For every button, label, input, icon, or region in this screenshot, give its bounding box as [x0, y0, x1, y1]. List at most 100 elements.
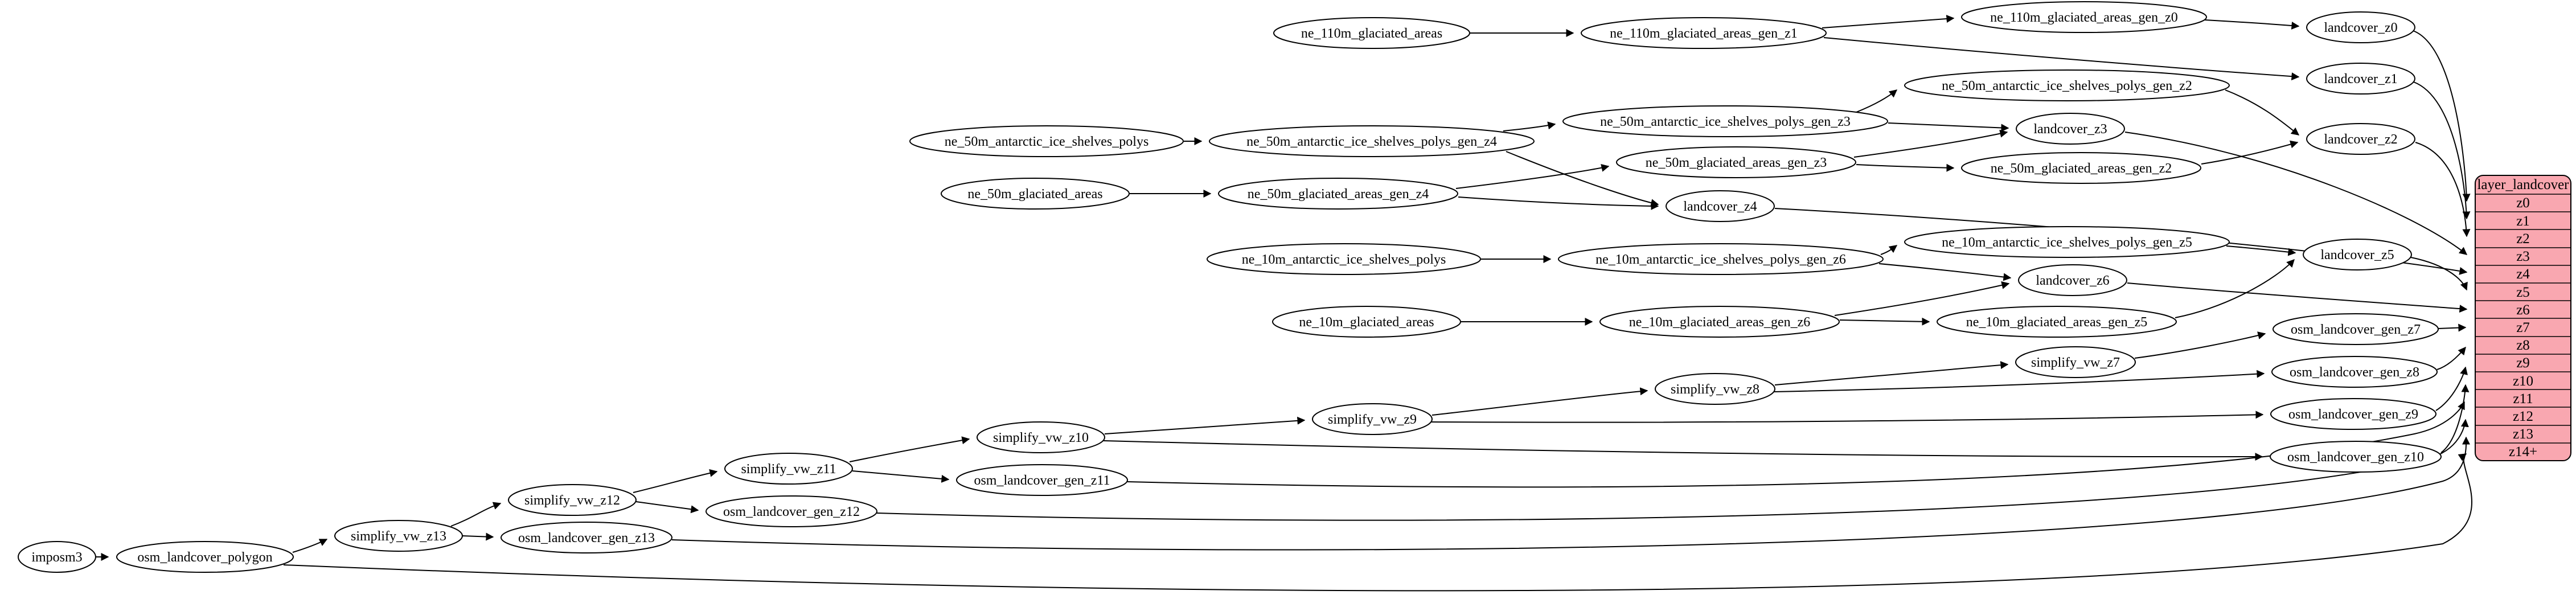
edge — [671, 436, 2471, 551]
node-label: landcover_z6 — [2036, 273, 2109, 288]
node-label: ne_10m_antarctic_ice_shelves_polys_gen_z… — [1595, 252, 1846, 267]
node-shape — [1312, 403, 1433, 435]
node-shape — [977, 421, 1105, 453]
table-header: layer_landcover — [2477, 177, 2569, 192]
node-shape — [1904, 69, 2230, 101]
node-label: ne_50m_glaciated_areas_gen_z4 — [1248, 187, 1429, 202]
node-shape — [1937, 306, 2177, 338]
edge — [2124, 132, 2468, 255]
node-shape — [1961, 1, 2207, 33]
node-shape — [1272, 306, 1461, 338]
node-label: simplify_vw_z10 — [993, 430, 1089, 445]
edge — [1856, 89, 1898, 113]
node-ne_10m_glaciated_areas_gen_z6: ne_10m_glaciated_areas_gen_z6 — [1599, 306, 1840, 338]
node-ne_50m_antarctic_ice_shelves_polys_gen_z3: ne_50m_antarctic_ice_shelves_polys_gen_z… — [1562, 105, 1888, 137]
edge — [2134, 331, 2266, 359]
node-ne_50m_glaciated_areas: ne_50m_glaciated_areas — [941, 178, 1130, 210]
node-label: simplify_vw_z8 — [1671, 382, 1759, 397]
edge — [1127, 401, 2465, 488]
node-ne_110m_glaciated_areas: ne_110m_glaciated_areas — [1273, 17, 1470, 49]
edge — [635, 501, 699, 514]
edge — [292, 539, 328, 553]
edge — [1856, 163, 1955, 172]
node-shape — [1273, 17, 1470, 49]
table-row-z0: z0 — [2516, 195, 2530, 211]
edge — [462, 532, 494, 541]
node-ne_10m_antarctic_ice_shelves_polys_gen_z5: ne_10m_antarctic_ice_shelves_polys_gen_z… — [1904, 226, 2230, 258]
node-landcover_z4: landcover_z4 — [1666, 190, 1775, 222]
node-shape — [2015, 346, 2136, 378]
edge — [1880, 245, 1898, 255]
layer-landcover-table: layer_landcover z0 z1 z2 z3 z4 z5 z6 z7 … — [2475, 175, 2571, 461]
node-osm_landcover_gen_z9: osm_landcover_gen_z9 — [2270, 398, 2436, 430]
node-label: ne_50m_glaciated_areas — [967, 187, 1102, 202]
edge — [2438, 323, 2467, 332]
edge — [2413, 81, 2471, 220]
table-row-z1: z1 — [2516, 214, 2530, 229]
table-row-z11: z11 — [2513, 391, 2533, 407]
node-ne_50m_glaciated_areas_gen_z3: ne_50m_glaciated_areas_gen_z3 — [1616, 146, 1856, 178]
edge — [2413, 30, 2471, 202]
table-row-z8: z8 — [2516, 338, 2530, 353]
edge — [1839, 317, 1930, 326]
edge-group — [96, 15, 2472, 592]
edge — [2410, 257, 2468, 291]
node-osm_landcover_gen_z10: osm_landcover_gen_z10 — [2270, 441, 2442, 473]
edge — [2204, 19, 2300, 30]
table-row-z7: z7 — [2516, 320, 2530, 335]
edge — [2435, 366, 2468, 411]
node-label: simplify_vw_z12 — [524, 493, 620, 508]
node-label: osm_landcover_gen_z8 — [2290, 365, 2419, 380]
edge — [1104, 416, 1306, 434]
node-shape — [1904, 226, 2230, 258]
node-shape — [2306, 63, 2415, 95]
node-shape — [2270, 441, 2442, 473]
node-simplify_vw_z12: simplify_vw_z12 — [508, 484, 637, 516]
node-label: ne_50m_glaciated_areas_gen_z2 — [1991, 161, 2172, 176]
table-row-z12: z12 — [2513, 409, 2533, 424]
node-shape — [724, 453, 853, 485]
node-simplify_vw_z9: simplify_vw_z9 — [1312, 403, 1433, 435]
node-osm_landcover_gen_z7: osm_landcover_gen_z7 — [2273, 313, 2439, 345]
edge — [1458, 196, 1659, 210]
node-shape — [941, 178, 1130, 210]
node-shape — [2273, 313, 2439, 345]
edge — [1853, 129, 2008, 158]
edge — [2415, 142, 2471, 237]
node-shape — [2270, 398, 2436, 430]
node-shape — [1581, 17, 1827, 49]
node-simplify_vw_z11: simplify_vw_z11 — [724, 453, 853, 485]
node-shape — [2306, 11, 2415, 43]
node-label: simplify_vw_z13 — [351, 529, 446, 544]
node-shape — [2303, 239, 2412, 270]
node-label: osm_landcover_gen_z9 — [2288, 407, 2418, 422]
node-shape — [956, 464, 1128, 496]
node-label: ne_10m_glaciated_areas_gen_z5 — [1966, 315, 2148, 330]
node-label: ne_50m_antarctic_ice_shelves_polys_gen_z… — [1942, 79, 2192, 93]
node-ne_50m_glaciated_areas_gen_z2: ne_50m_glaciated_areas_gen_z2 — [1961, 152, 2201, 184]
node-label: ne_50m_glaciated_areas_gen_z3 — [1646, 155, 1827, 170]
node-shape — [909, 125, 1184, 157]
node-shape — [1961, 152, 2201, 184]
node-ne_10m_glaciated_areas: ne_10m_glaciated_areas — [1272, 306, 1461, 338]
node-shape — [1207, 243, 1481, 275]
node-ne_10m_antarctic_ice_shelves_polys: ne_10m_antarctic_ice_shelves_polys — [1207, 243, 1481, 275]
node-label: osm_landcover_gen_z11 — [974, 473, 1110, 488]
edge — [1103, 440, 2263, 461]
node-ne_50m_antarctic_ice_shelves_polys: ne_50m_antarctic_ice_shelves_polys — [909, 125, 1184, 157]
node-osm_landcover_gen_z11: osm_landcover_gen_z11 — [956, 464, 1128, 496]
node-osm_landcover_gen_z13: osm_landcover_gen_z13 — [501, 522, 672, 553]
table-row-separators — [2475, 194, 2571, 444]
node-label: ne_110m_glaciated_areas_gen_z1 — [1610, 26, 1798, 41]
node-shape — [1558, 243, 1884, 275]
node-shape — [508, 484, 637, 516]
node-label: osm_landcover_gen_z13 — [518, 531, 655, 546]
table-row-z3: z3 — [2516, 249, 2530, 264]
node-label: simplify_vw_z9 — [1328, 412, 1417, 427]
edge — [1503, 121, 1556, 132]
node-label: landcover_z4 — [1683, 199, 1757, 214]
node-osm_landcover_polygon: osm_landcover_polygon — [116, 541, 294, 573]
node-shape — [2016, 113, 2125, 145]
node-label: simplify_vw_z7 — [2031, 355, 2120, 370]
edge — [1822, 15, 1955, 28]
